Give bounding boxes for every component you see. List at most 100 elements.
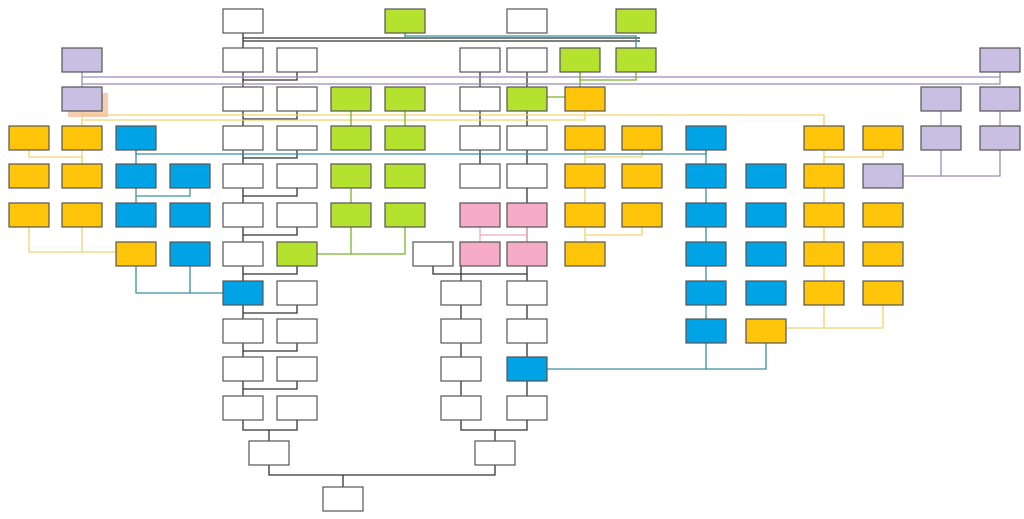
- pink-box: [506, 202, 548, 228]
- white-box: [506, 395, 548, 421]
- white-box: [222, 86, 264, 112]
- white-box: [276, 395, 318, 421]
- green-box: [384, 163, 426, 189]
- white-box: [506, 8, 548, 34]
- connector-line: [941, 150, 1001, 177]
- blue-box: [506, 356, 548, 382]
- green-box: [330, 202, 372, 228]
- green-box: [559, 47, 601, 73]
- green-box: [384, 125, 426, 151]
- connector-line: [585, 150, 643, 158]
- orange-box: [8, 125, 50, 151]
- green-box: [330, 86, 372, 112]
- white-box: [440, 395, 482, 421]
- connector-line: [28, 150, 83, 164]
- pink-box: [459, 202, 501, 228]
- white-box: [412, 241, 454, 267]
- orange-box: [564, 125, 606, 151]
- blue-box: [685, 125, 727, 151]
- orange-box: [564, 86, 606, 112]
- orange-box: [564, 163, 606, 189]
- white-box: [222, 395, 264, 421]
- connector-line: [242, 420, 298, 431]
- connector-line: [243, 227, 298, 236]
- connector-line: [432, 266, 527, 275]
- white-box: [276, 125, 318, 151]
- purple-box: [61, 86, 103, 112]
- green-box: [506, 86, 548, 112]
- white-box: [276, 86, 318, 112]
- connector-line: [243, 266, 298, 275]
- white-box: [440, 356, 482, 382]
- orange-box: [61, 163, 103, 189]
- white-box: [222, 47, 264, 73]
- orange-box: [621, 202, 663, 228]
- white-box: [322, 486, 364, 512]
- white-box: [222, 202, 264, 228]
- orange-box: [621, 125, 663, 151]
- blue-box: [169, 241, 211, 267]
- connector-line: [547, 343, 767, 370]
- orange-box: [61, 202, 103, 228]
- white-box: [506, 125, 548, 151]
- green-box: [330, 125, 372, 151]
- connector-line: [243, 150, 298, 159]
- purple-box: [979, 47, 1021, 73]
- orange-box: [745, 318, 787, 344]
- white-box: [222, 318, 264, 344]
- orange-box: [115, 241, 157, 267]
- purple-box: [979, 125, 1021, 151]
- white-box: [506, 318, 548, 344]
- connector-line: [243, 188, 298, 197]
- connector-line: [28, 227, 116, 253]
- connector-line: [243, 72, 298, 81]
- blue-box: [685, 318, 727, 344]
- white-box: [222, 356, 264, 382]
- orange-box: [621, 163, 663, 189]
- white-box: [222, 8, 264, 34]
- connector-line: [135, 266, 223, 294]
- white-box: [506, 163, 548, 189]
- white-box: [276, 47, 318, 73]
- connector-line: [405, 35, 637, 48]
- blue-box: [222, 280, 264, 306]
- connector-line: [786, 305, 825, 329]
- purple-box: [920, 125, 962, 151]
- white-box: [276, 356, 318, 382]
- green-box: [384, 202, 426, 228]
- white-box: [459, 86, 501, 112]
- white-box: [222, 125, 264, 151]
- orange-box: [862, 241, 904, 267]
- white-box: [222, 241, 264, 267]
- green-box: [384, 86, 426, 112]
- white-box: [276, 163, 318, 189]
- green-box: [615, 47, 657, 73]
- blue-box: [685, 241, 727, 267]
- white-box: [222, 163, 264, 189]
- orange-box: [803, 202, 845, 228]
- connector-line: [317, 227, 406, 255]
- connector-line: [243, 111, 298, 120]
- connector-line: [82, 72, 1001, 85]
- connector-line: [824, 305, 884, 329]
- white-box: [459, 125, 501, 151]
- purple-box: [979, 86, 1021, 112]
- white-box: [440, 318, 482, 344]
- blue-box: [745, 163, 787, 189]
- blue-box: [685, 202, 727, 228]
- orange-box: [803, 280, 845, 306]
- pink-box: [459, 241, 501, 267]
- blue-box: [115, 163, 157, 189]
- orange-box: [803, 241, 845, 267]
- blue-box: [745, 280, 787, 306]
- connector-line: [585, 227, 643, 236]
- purple-box: [920, 86, 962, 112]
- blue-box: [115, 202, 157, 228]
- white-box: [506, 47, 548, 73]
- blue-box: [685, 163, 727, 189]
- white-box: [276, 202, 318, 228]
- orange-box: [564, 241, 606, 267]
- connector-line: [268, 465, 496, 476]
- purple-box: [61, 47, 103, 73]
